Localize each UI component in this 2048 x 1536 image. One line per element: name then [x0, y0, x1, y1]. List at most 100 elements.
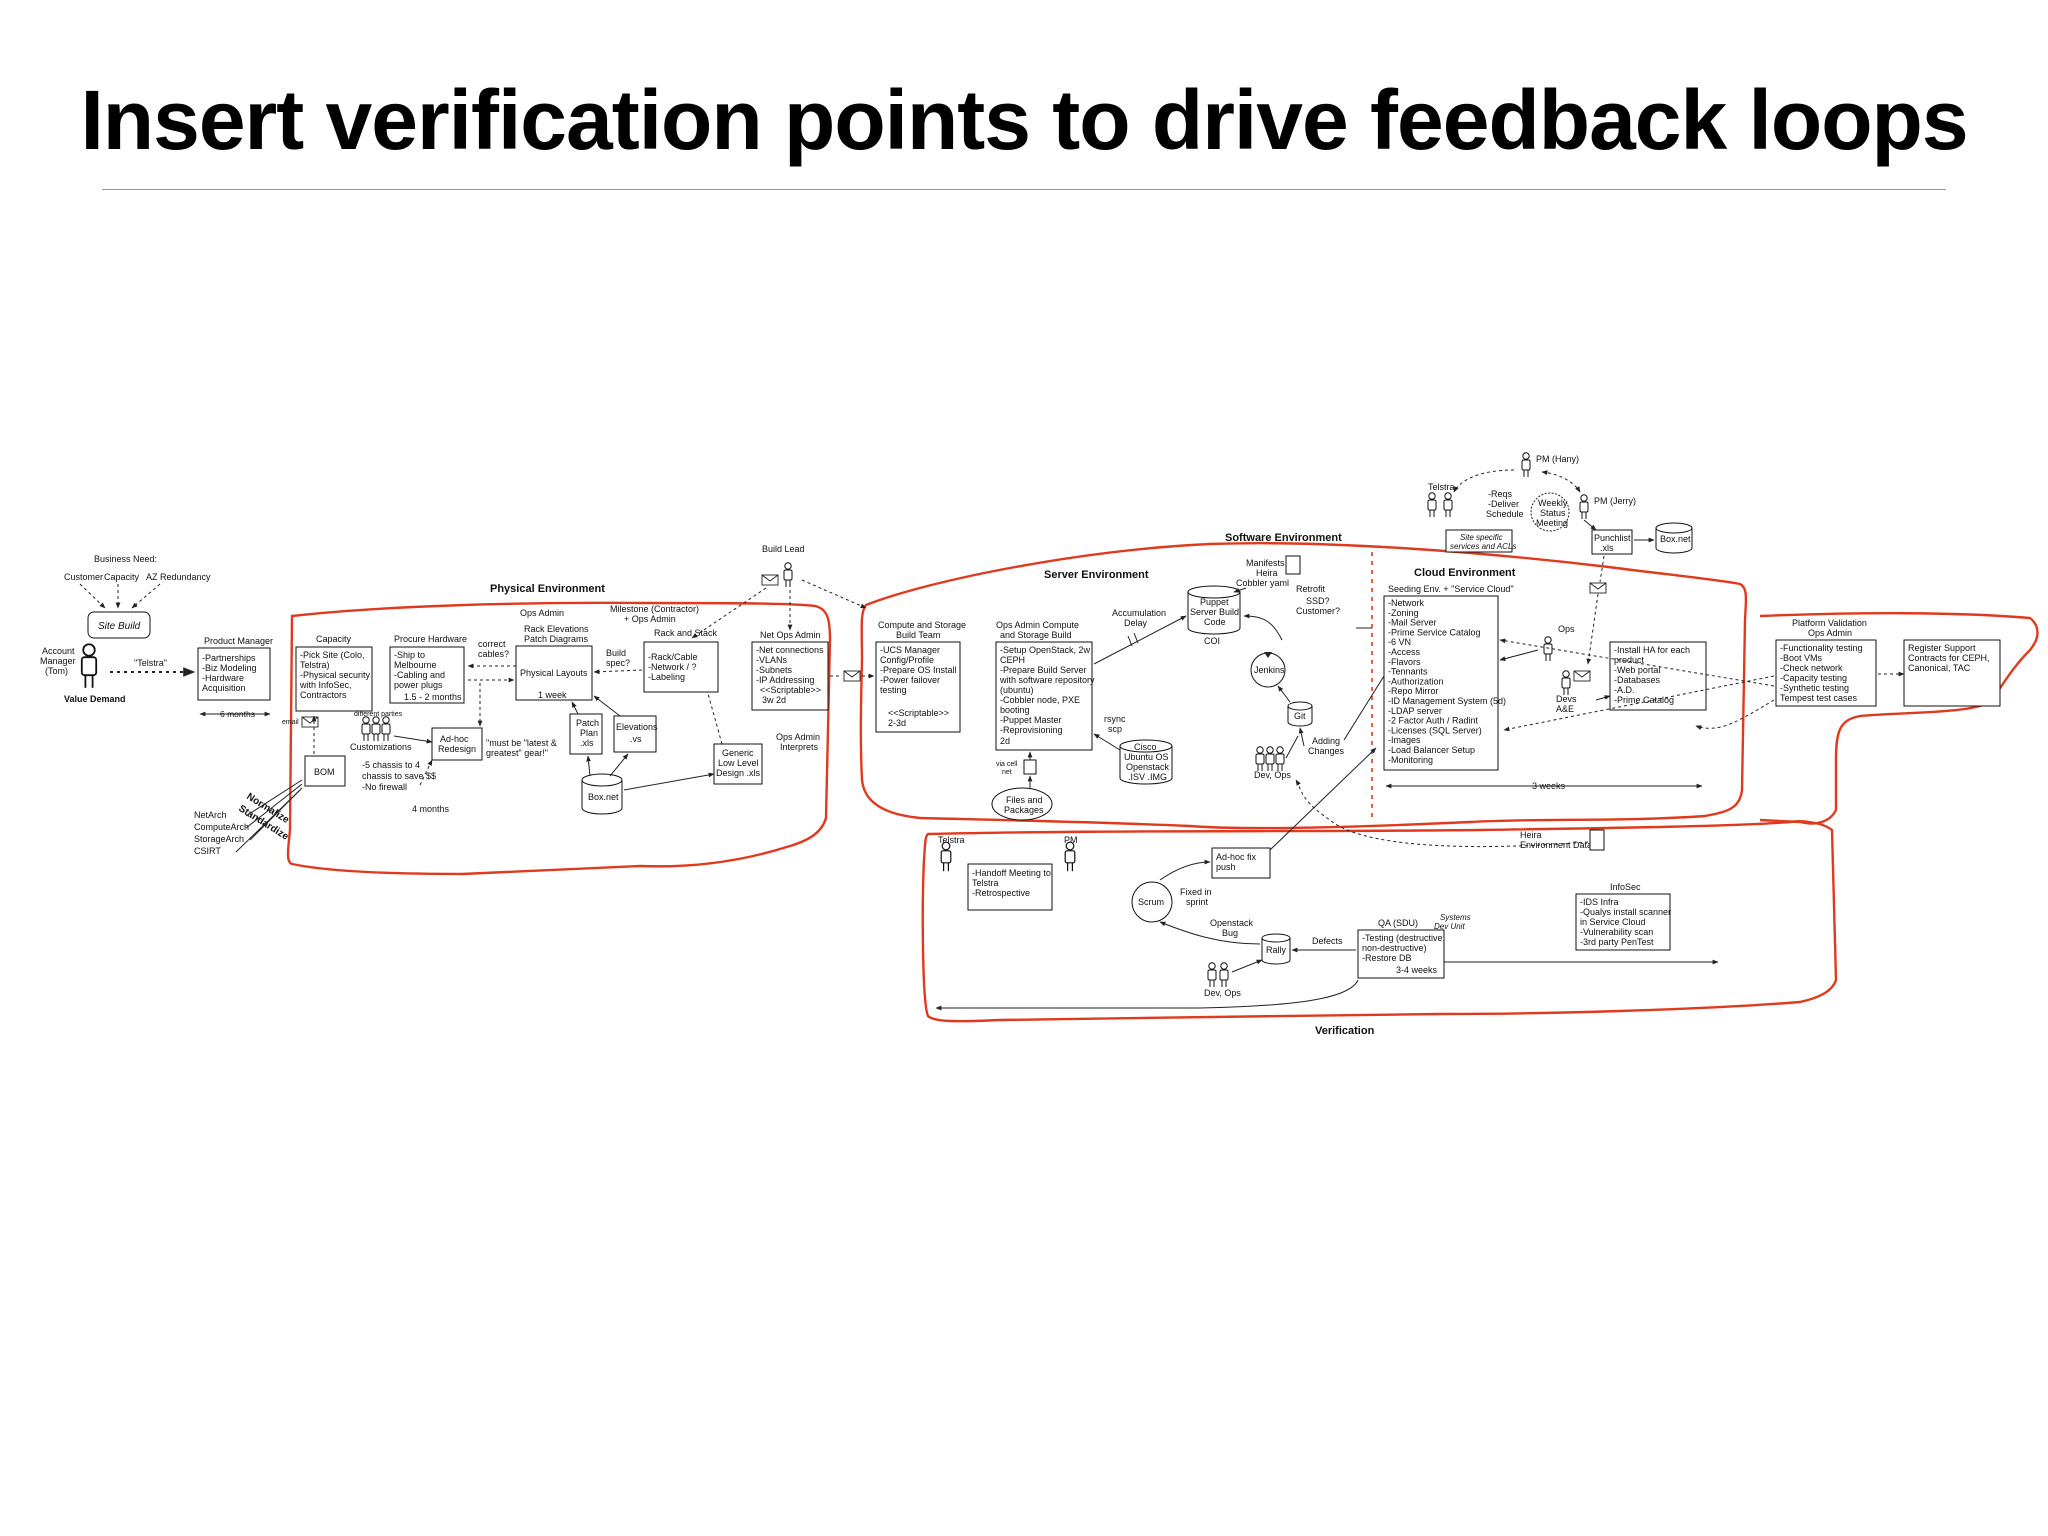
business-need-label: Business Need: — [94, 554, 157, 564]
verification-dev-ops-label: Dev, Ops — [1204, 988, 1241, 998]
support-contracts-label: Contracts for CEPH, — [1908, 653, 1990, 663]
latest-gear-quote: greatest" gear!" — [486, 748, 548, 758]
need-az-redundancy: AZ Redundancy — [146, 572, 211, 582]
patch-diagrams-label: Patch Diagrams — [524, 634, 589, 644]
punchlist-doc — [1591, 529, 1633, 555]
cloud-seeding-item: -Load Balancer Setup — [1388, 745, 1475, 755]
generic-design-doc — [713, 743, 763, 785]
accumulation-delay-label: Delay — [1124, 618, 1148, 628]
procure-item: power plugs — [394, 680, 443, 690]
files-packages-label: Files and — [1006, 795, 1043, 805]
rack-stack-item: -Rack/Cable — [648, 652, 698, 662]
region-cloud-label: Cloud Environment — [1414, 567, 1516, 579]
cloud-seeding-item: -Mail Server — [1388, 618, 1437, 628]
platform-item: -Capacity testing — [1780, 673, 1847, 683]
retrofit-label: Customer? — [1296, 606, 1340, 616]
title-divider — [102, 189, 1946, 190]
build-lead-label: Build Lead — [762, 544, 805, 554]
cell-device — [1023, 759, 1037, 775]
qa-item: -Restore DB — [1362, 953, 1412, 963]
jenkins-play-icon — [1264, 652, 1272, 658]
handoff-item: Telstra — [972, 878, 999, 888]
physical-layouts-box — [515, 645, 593, 701]
qa-duration: 3-4 weeks — [1396, 965, 1438, 975]
handoff-item: -Retrospective — [972, 888, 1030, 898]
slide-title: Insert verification points to drive feed… — [80, 73, 1968, 167]
handoff-email-icon — [843, 670, 861, 682]
ha-item: -Web portal — [1614, 665, 1660, 675]
rsync-label: rsync — [1104, 714, 1126, 724]
bom-label: BOM — [314, 767, 335, 777]
adhoc-redesign-label: Ad-hoc — [440, 734, 469, 744]
milestone-label: + Ops Admin — [624, 614, 676, 624]
ops-cloud-label: Ops — [1558, 624, 1575, 634]
manifests-label: Heira — [1256, 568, 1278, 578]
site-build-bubble — [87, 611, 151, 639]
value-demand-label: Value Demand — [64, 694, 126, 704]
telstra-quote: "Telstra" — [134, 658, 167, 668]
rsync-label: scp — [1108, 724, 1122, 734]
capacity-title: Capacity — [316, 634, 352, 644]
net-ops-item: -Net connections — [756, 645, 824, 655]
adding-changes-label: Changes — [1308, 746, 1345, 756]
cloud-seeding-item: -Licenses (SQL Server) — [1388, 725, 1482, 735]
cloud-seeding-item: -Authorization — [1388, 676, 1444, 686]
ha-item: -Prime Catalog — [1614, 695, 1674, 705]
puppet-server-db — [1187, 585, 1241, 635]
procure-duration: 1.5 - 2 months — [404, 692, 462, 702]
compute-team-item: <<Scriptable>> — [888, 708, 949, 718]
ops-compute-item: -Puppet Master — [1000, 715, 1062, 725]
verification-dev-ops-icon — [1219, 962, 1229, 988]
puppet-label: Code — [1204, 617, 1226, 627]
compute-team-item: -Prepare OS Install — [880, 665, 957, 675]
ops-compute-item: CEPH — [1000, 655, 1025, 665]
defects-label: Defects — [1312, 936, 1343, 946]
pm-hany-icon — [1521, 452, 1531, 478]
latest-gear-quote: "must be "latest & — [486, 738, 557, 748]
infosec-box — [1575, 893, 1671, 951]
ops-compute-item: -Cobbler node, PXE — [1000, 695, 1080, 705]
capacity-box — [295, 646, 373, 712]
bom-team: StorageArch — [194, 834, 244, 844]
cloud-seeding-item: -Network — [1388, 598, 1425, 608]
build-lead-email-icon — [761, 574, 779, 586]
reqs-label: Schedule — [1486, 509, 1524, 519]
reqs-label: -Reqs — [1488, 489, 1513, 499]
product-manager-duration: 6 months — [220, 709, 255, 719]
support-contracts-label: Canonical, TAC — [1908, 663, 1971, 673]
ops-compute-item: -Setup OpenStack, 2w — [1000, 645, 1091, 655]
heira-env-label: Environment Data — [1520, 840, 1592, 850]
reqs-label: -Deliver — [1488, 499, 1519, 509]
handoff-box — [967, 863, 1053, 911]
infosec-item: -3rd party PenTest — [1580, 937, 1654, 947]
platform-item: Tempest test cases — [1780, 693, 1858, 703]
scrum-cycle — [1131, 881, 1173, 923]
platform-validation-box — [1775, 639, 1877, 707]
bom-note: -No firewall — [362, 782, 407, 792]
bom-box — [304, 755, 346, 787]
weekly-status-meeting — [1530, 492, 1570, 532]
rack-stack-item: -Network / ? — [648, 662, 697, 672]
cloud-seeding-item: -Flavors — [1388, 657, 1421, 667]
verification-telstra-icon — [940, 841, 952, 872]
correct-cables-question: correct — [478, 639, 506, 649]
systems-dev-label: Systems — [1440, 913, 1471, 922]
devs-email-icon — [1573, 670, 1591, 682]
adhoc-redesign-box — [431, 727, 483, 761]
cisco-label: Openstack — [1126, 762, 1170, 772]
cisco-label: Cisco — [1134, 742, 1157, 752]
cloud-seeding-item: -Monitoring — [1388, 755, 1433, 765]
platform-title: Platform Validation — [1792, 618, 1867, 628]
procure-item: Melbourne — [394, 660, 437, 670]
punchlist-label: Punchlist — [1594, 533, 1631, 543]
rack-elevations-label: Rack Elevations — [524, 624, 589, 634]
devs-icon — [1561, 670, 1571, 696]
build-spec-question: spec? — [606, 658, 630, 668]
physical-layouts-duration: 1 week — [538, 690, 567, 700]
milestone-label: Milestone (Contractor) — [610, 604, 699, 614]
rack-stack-title: Rack and Stack — [654, 628, 718, 638]
platform-title: Ops Admin — [1808, 628, 1852, 638]
patch-plan-label: .xls — [580, 738, 594, 748]
cisco-label: .ISV .IMG — [1128, 772, 1167, 782]
cloud-seeding-item: -Access — [1388, 647, 1421, 657]
